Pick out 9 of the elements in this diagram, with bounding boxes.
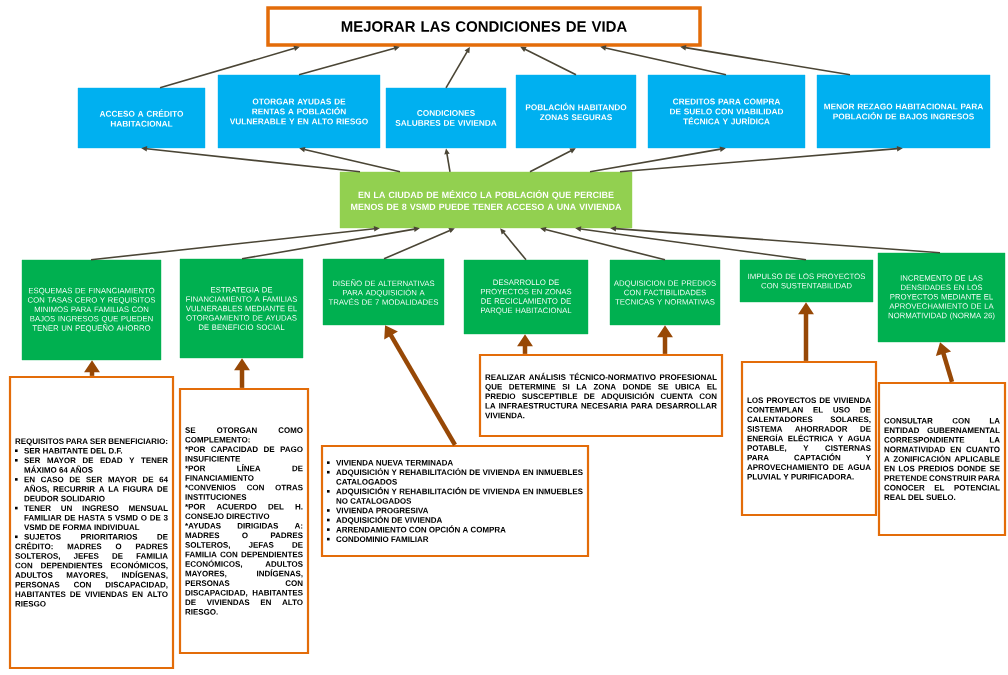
outcome-box: MENOR REZAGO HABITACIONAL PARA POBLACIÓN DE BAJOS INGRESOS xyxy=(816,74,991,149)
outcome-box: POBLACIÓN HABITANDO ZONAS SEGURAS xyxy=(515,74,637,149)
outcome-box: OTORGAR AYUDAS DE RENTAS A POBLACIÓN VULNERABLE Y EN ALTO RIESGO xyxy=(217,74,381,149)
outcome-box: CREDITOS PARA COMPRA DE SUELO CON VIABILIDAD TÉCNICA Y JURÍDICA xyxy=(647,74,806,149)
outcome-box: ACCESO A CRÉDITO HABITACIONAL xyxy=(77,87,206,149)
title-box: MEJORAR LAS CONDICIONES DE VIDA xyxy=(266,6,702,47)
arrow xyxy=(500,228,527,261)
problem-box: EN LA CIUDAD DE MÉXICO LA POBLACIÓN QUE PERCIBE MENOS DE 8 VSMD PUEDE TENER ACCESO A UNA VIVIENDA xyxy=(339,171,633,229)
outcome-box: CONDICIONES SALUBRES DE VIVIENDA xyxy=(385,87,507,149)
